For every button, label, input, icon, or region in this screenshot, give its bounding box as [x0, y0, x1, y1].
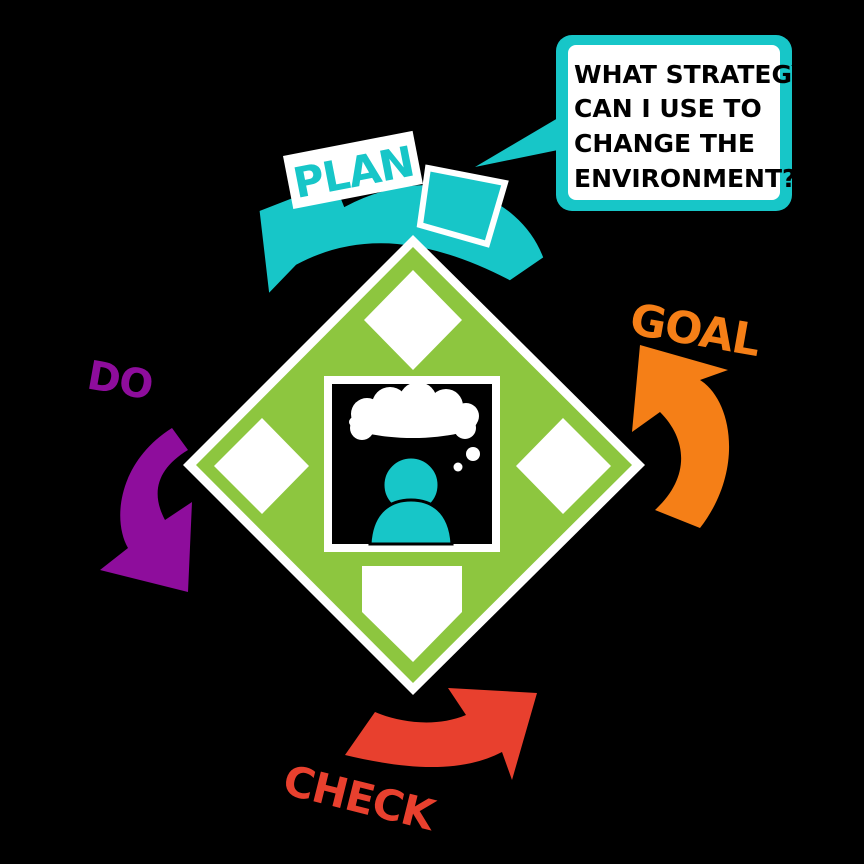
do-label: DO [84, 353, 156, 410]
thinking-person-panel [324, 376, 500, 552]
third-base [214, 418, 309, 514]
person-icon [368, 455, 454, 546]
speech-bubble-text: WHAT STRATEGY CAN I USE TO CHANGE THE EN… [574, 60, 818, 193]
bubble-line-3: CHANGE THE [574, 129, 755, 158]
speech-bubble: WHAT STRATEGY CAN I USE TO CHANGE THE EN… [475, 35, 818, 211]
goal-arrow [632, 345, 730, 528]
second-base [364, 270, 462, 370]
check-arrow [345, 688, 537, 780]
plan-arrow [256, 164, 547, 300]
bubble-line-4: ENVIRONMENT? [574, 164, 797, 193]
do-arrow [100, 428, 192, 592]
bubble-line-1: WHAT STRATEGY [574, 60, 810, 89]
bubble-line-2: CAN I USE TO [574, 94, 762, 123]
thought-cloud-icon [349, 382, 480, 472]
first-base [516, 418, 611, 514]
home-plate [362, 566, 462, 662]
